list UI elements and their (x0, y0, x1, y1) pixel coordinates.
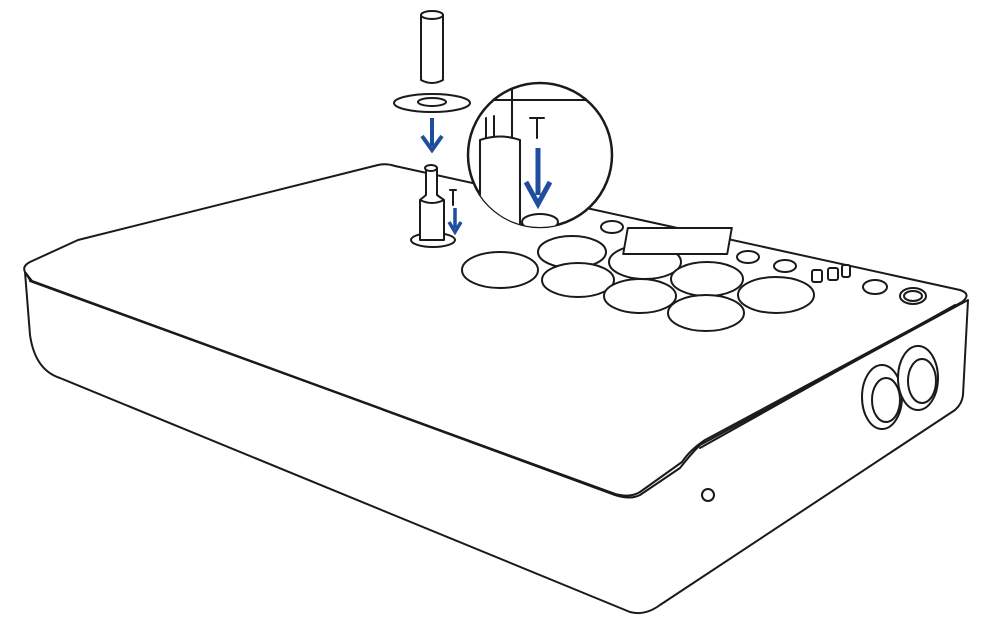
screw-icon (449, 189, 457, 206)
body-top (23, 163, 968, 497)
menu-buttons (600, 220, 927, 305)
detail-inset (466, 81, 614, 229)
body-side (24, 271, 969, 615)
toggle-switch (827, 267, 839, 281)
joystick-handle-icon (420, 10, 444, 84)
screw-icon (529, 117, 545, 139)
small-button (773, 259, 797, 273)
arrow-down-icon (420, 118, 444, 154)
side-trim-line (699, 304, 956, 449)
arrow-down-icon (523, 148, 553, 210)
action-button (603, 278, 677, 314)
action-button (461, 251, 539, 289)
home-button-ring (903, 290, 923, 302)
toggle-switch (811, 269, 823, 283)
side-button-1-cap (871, 377, 901, 423)
action-button (737, 276, 815, 314)
action-button (667, 294, 745, 332)
touch-panel (622, 227, 733, 255)
small-button (736, 250, 760, 264)
small-button (862, 279, 888, 295)
dust-washer-icon (393, 93, 471, 113)
action-button (541, 262, 615, 298)
action-buttons (461, 235, 815, 332)
toggle-switch (841, 264, 851, 278)
joystick-shaft-icon (410, 164, 456, 248)
headphone-jack (701, 488, 715, 502)
action-button (670, 261, 744, 297)
arrow-down-icon (447, 208, 463, 236)
top-bevel-line (29, 280, 616, 495)
side-button-2-cap (907, 358, 937, 404)
controller-body (23, 163, 969, 615)
small-button (600, 220, 624, 234)
